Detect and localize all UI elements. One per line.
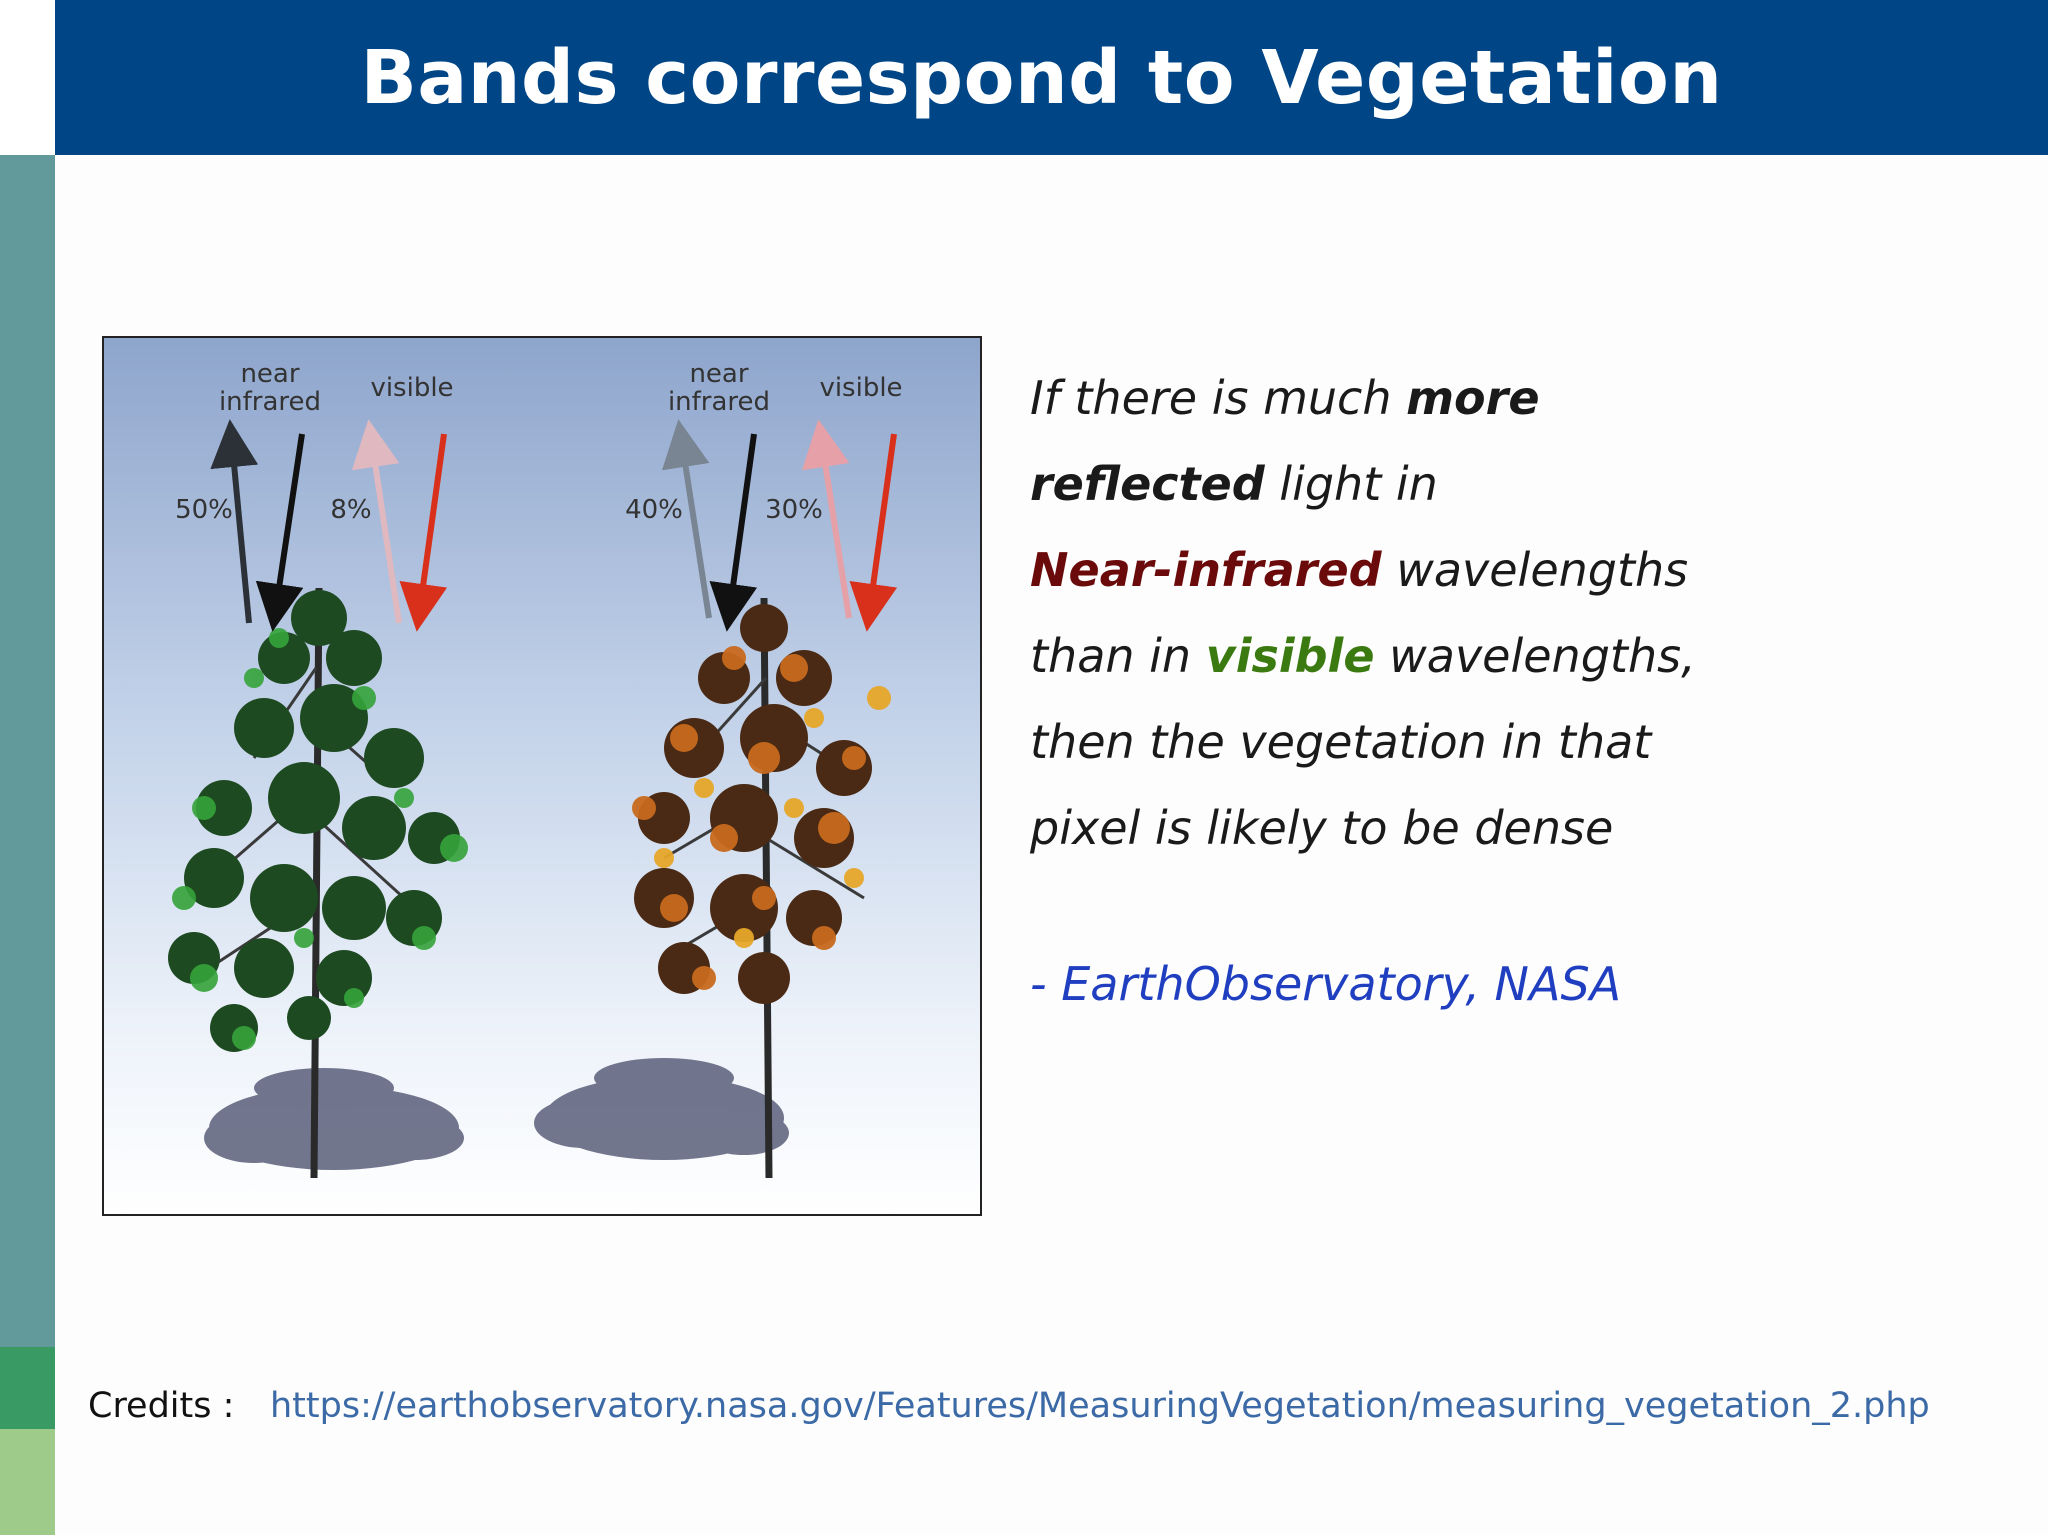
left-visible-incoming-arrow	[399, 433, 448, 632]
sidebar-stripe	[0, 155, 55, 1347]
left-nir-incoming-arrow	[255, 433, 305, 632]
left-nir-label-line1: near	[240, 359, 299, 389]
sidebar-stripe-light-green	[0, 1429, 55, 1535]
right-visible-label: visible	[819, 373, 902, 403]
sidebar-top-blank	[0, 0, 55, 155]
credits-label: Credits :	[88, 1386, 235, 1426]
right-nir-label-line1: near	[689, 359, 748, 389]
right-nir-label-line2: infrared	[668, 387, 770, 417]
left-nir-label-line2: infrared	[219, 387, 321, 417]
quote-visible: visible	[1205, 629, 1375, 683]
left-nir-percent: 50%	[175, 495, 233, 525]
left-visible-percent: 8%	[330, 495, 371, 525]
quote-text: If there is much	[1030, 371, 1407, 425]
left-tree-shadow	[204, 1068, 464, 1170]
quote-text: wavelengths,	[1374, 629, 1696, 683]
left-visible-label: visible	[370, 373, 453, 403]
right-nir-incoming-arrow	[709, 433, 758, 632]
right-visible-incoming-arrow	[849, 433, 898, 632]
credits-link[interactable]: https://earthobservatory.nasa.gov/Featur…	[270, 1386, 1930, 1426]
title-bar: Bands correspond to Vegetation	[55, 0, 2048, 155]
quote-line-1: If there is much more	[1030, 355, 1750, 441]
right-visible-percent: 30%	[765, 495, 823, 525]
vegetation-reflectance-figure: near infrared visible 50% 8% near infrar…	[102, 336, 982, 1216]
quote-emphasis-more: more	[1406, 371, 1540, 425]
quote-line-3: Near-infrared wavelengths	[1030, 527, 1750, 613]
left-visible-reflected-arrow	[351, 419, 402, 624]
stressed-autumn-tree	[632, 597, 891, 1179]
vegetation-illustration: near infrared visible 50% 8% near infrar…	[104, 338, 980, 1214]
quote-line-5: then the vegetation in that	[1030, 715, 1652, 769]
right-nir-reflected-arrow	[661, 419, 712, 619]
sidebar-stripe-green	[0, 1347, 55, 1429]
quote-line-6: pixel is likely to be dense	[1030, 801, 1614, 855]
quote-text: light in	[1264, 457, 1438, 511]
slide-title: Bands correspond to Vegetation	[360, 34, 1723, 121]
quote-emphasis-reflected: reflected	[1030, 457, 1265, 511]
left-nir-reflected-arrow	[210, 419, 259, 624]
quote-attribution: - EarthObservatory, NASA	[1030, 957, 1622, 1011]
healthy-green-tree	[168, 587, 468, 1179]
quote-text: than in	[1030, 629, 1206, 683]
quote-line-2: reflected light in	[1030, 441, 1750, 527]
quote-near-infrared: Near-infrared	[1030, 543, 1382, 597]
ndvi-explanation-quote: If there is much more reflected light in…	[1030, 355, 1750, 871]
quote-text: wavelengths	[1381, 543, 1689, 597]
right-nir-percent: 40%	[625, 495, 683, 525]
quote-line-4: than in visible wavelengths,	[1030, 613, 1750, 699]
right-visible-reflected-arrow	[801, 419, 852, 619]
